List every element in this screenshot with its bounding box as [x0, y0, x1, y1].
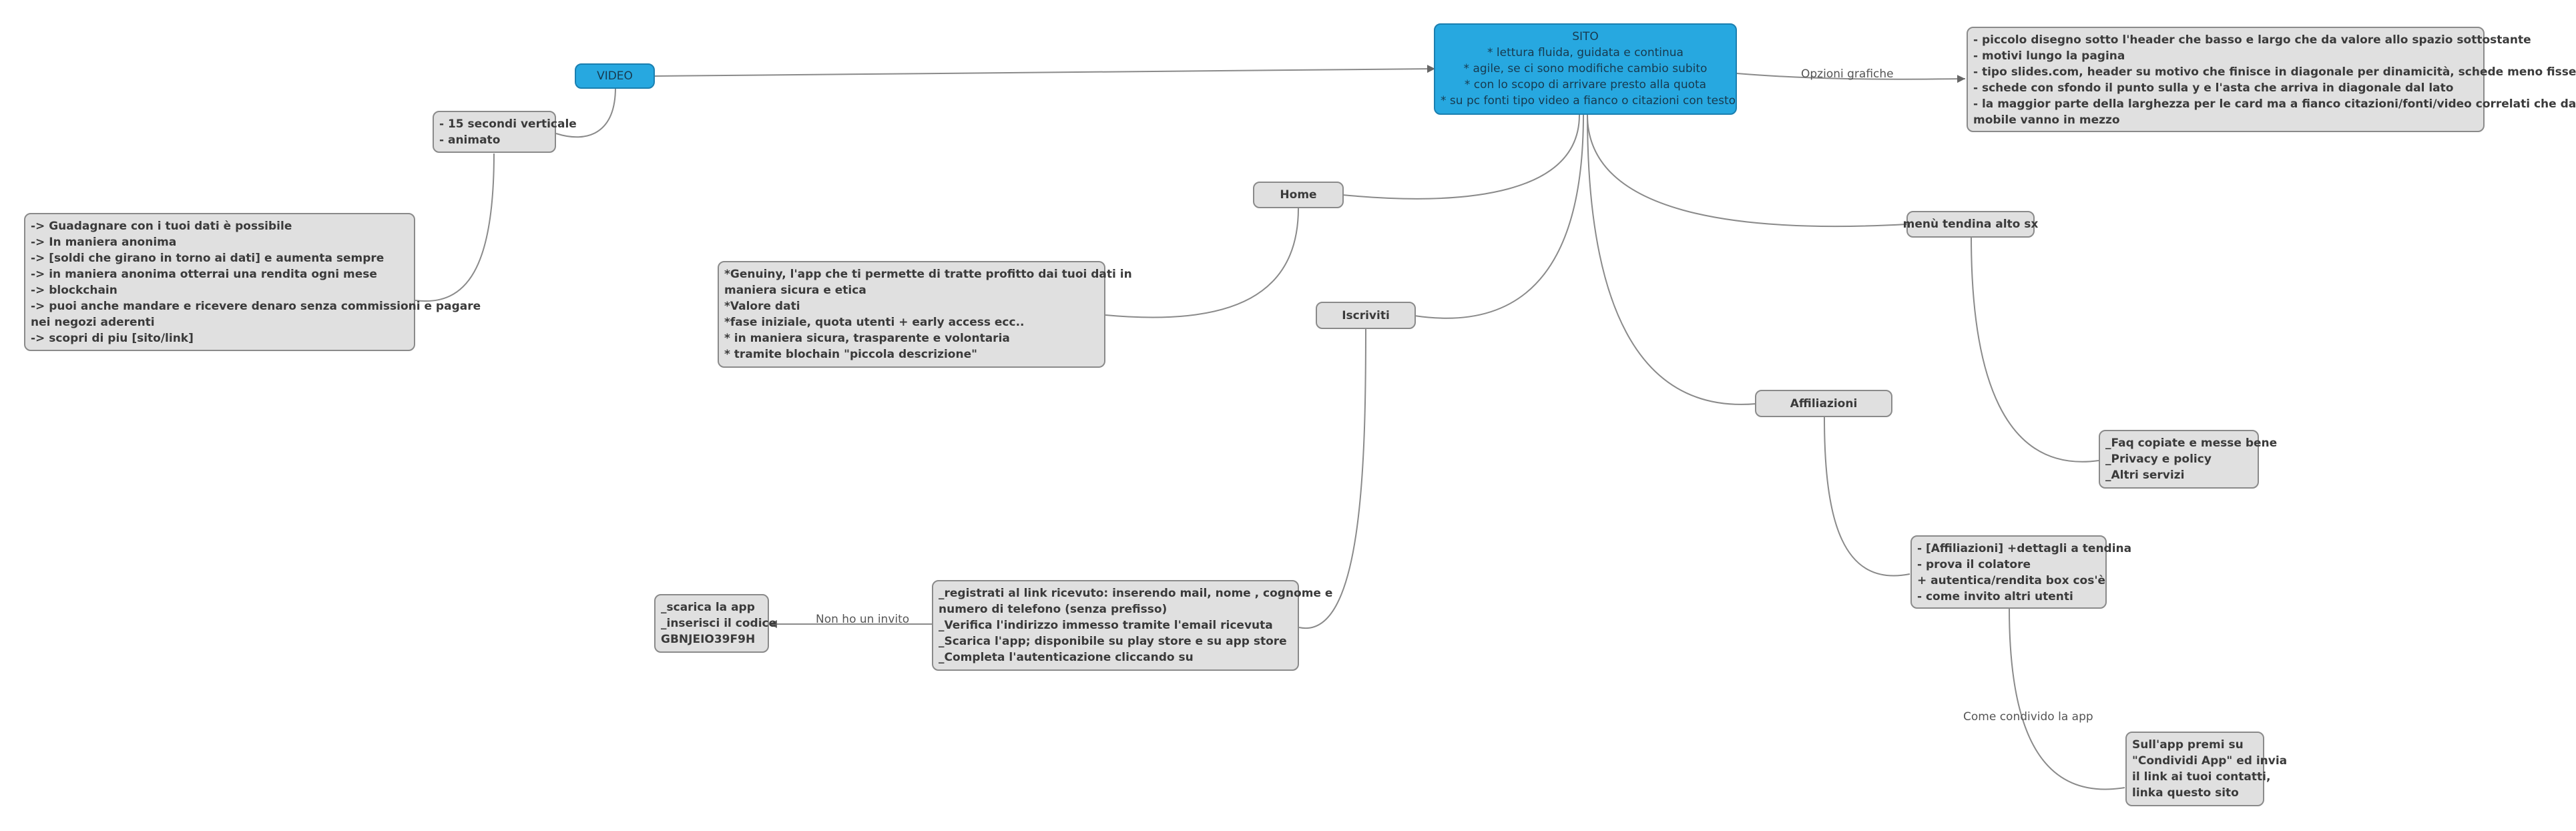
node-line: nei negozi aderenti — [31, 316, 155, 329]
node-line: _Privacy e policy — [2105, 453, 2212, 466]
node-iscriviti[interactable]: Iscriviti — [1316, 302, 1416, 329]
node-line: GBNJEIO39F9H — [661, 633, 756, 646]
edge-sito-menu — [1587, 114, 1907, 228]
node-line: - tipo slides.com, header su motivo che … — [1973, 65, 2576, 79]
node-line: _inserisci il codice — [661, 617, 777, 630]
node-line: -> scopri di piu [sito/link] — [31, 332, 194, 345]
edge-label-no-invito: Non ho un invito — [816, 613, 910, 626]
node-line: "Condividi App" ed invia — [2132, 754, 2288, 768]
node-line: - animato — [439, 133, 501, 147]
node-line: - schede con sfondo il punto sulla y e l… — [1973, 81, 2454, 95]
edge-home-hometext — [1105, 208, 1299, 318]
edge-video-sito — [654, 65, 1436, 77]
edge-label-condivido: Come condivido la app — [1963, 710, 2093, 724]
node-line: -> [soldi che girano in torno ai dati] e… — [31, 252, 384, 265]
node-line: _Faq copiate e messe bene — [2105, 437, 2278, 450]
root-line: * su pc fonti tipo video a fianco o cita… — [1441, 94, 1736, 107]
root-node-sito[interactable]: SITO * lettura fluida, guidata e continu… — [1434, 23, 1737, 115]
node-video-text[interactable]: -> Guadagnare con i tuoi dati è possibil… — [24, 213, 481, 351]
node-line: il link ai tuoi contatti, — [2132, 770, 2271, 784]
node-video-label: VIDEO — [597, 69, 633, 83]
node-line: *fase iniziale, quota utenti + early acc… — [724, 316, 1025, 329]
node-line: _Verifica l'indirizzo immesso tramite l'… — [939, 619, 1273, 632]
root-title: SITO — [1572, 30, 1599, 43]
node-iscriviti-text[interactable]: _registrati al link ricevuto: inserendo … — [932, 580, 1333, 671]
node-line: -> puoi anche mandare e ricevere denaro … — [31, 300, 481, 313]
node-line: linka questo sito — [2132, 786, 2239, 800]
node-line: numero di telefono (senza prefisso) — [939, 603, 1168, 616]
node-line: _Completa l'autenticazione cliccando su — [939, 651, 1194, 664]
node-line: * tramite blochain "piccola descrizione" — [724, 348, 977, 361]
node-line: * in maniera sicura, trasparente e volon… — [724, 332, 1010, 345]
node-video[interactable]: VIDEO — [575, 63, 655, 89]
node-home[interactable]: Home — [1253, 182, 1344, 208]
edge-affiliazioni-condividi — [2009, 608, 2125, 790]
edge-sito-opzioni — [1736, 73, 1966, 83]
root-line: * agile, se ci sono modifiche cambio sub… — [1463, 62, 1708, 75]
edge-sito-home — [1342, 114, 1580, 200]
root-line: * con lo scopo di arrivare presto alla q… — [1464, 78, 1707, 91]
node-line: -> in maniera anonima otterrai una rendi… — [31, 268, 377, 281]
edge-menu-menutext — [1971, 236, 2099, 463]
node-iscriviti-label: Iscriviti — [1342, 308, 1390, 322]
node-line: maniera sicura e etica — [724, 284, 866, 297]
node-line: _Altri servizi — [2105, 469, 2185, 482]
node-line: - come invito altri utenti — [1917, 590, 2073, 603]
node-condividi[interactable]: Sull'app premi su "Condividi App" ed inv… — [2125, 732, 2288, 806]
node-line: -> Guadagnare con i tuoi dati è possibil… — [31, 220, 292, 233]
node-affiliazioni-text[interactable]: - [Affiliazioni] +dettagli a tendina - p… — [1910, 535, 2132, 609]
node-menu-text[interactable]: _Faq copiate e messe bene _Privacy e pol… — [2099, 430, 2278, 489]
node-affiliazioni-label: Affiliazioni — [1790, 396, 1858, 410]
node-invito[interactable]: _scarica la app _inserisci il codice GBN… — [654, 594, 777, 653]
node-line: - motivi lungo la pagina — [1973, 49, 2125, 63]
node-menu-tendina[interactable]: menù tendina alto sx — [1903, 211, 2038, 238]
node-line: - 15 secondi verticale — [439, 117, 577, 131]
node-line: - la maggior parte della larghezza per l… — [1973, 97, 2576, 111]
node-video-notes[interactable]: - 15 secondi verticale - animato — [433, 111, 577, 153]
edge-sito-affiliazioni — [1587, 114, 1756, 405]
node-line: *Genuiny, l'app che ti permette di tratt… — [724, 268, 1132, 281]
connector-lines — [415, 65, 2125, 790]
node-line: _Scarica l'app; disponibile su play stor… — [939, 635, 1287, 648]
edge-affiliazioni-text — [1824, 417, 1910, 577]
node-line: - piccolo disegno sotto l'header che bas… — [1973, 33, 2531, 47]
root-line: * lettura fluida, guidata e continua — [1487, 46, 1684, 59]
edge-sito-iscriviti — [1414, 114, 1584, 319]
node-opzioni-grafiche[interactable]: - piccolo disegno sotto l'header che bas… — [1967, 27, 2576, 132]
node-affiliazioni[interactable]: Affiliazioni — [1755, 390, 1892, 417]
node-line: *Valore dati — [724, 300, 800, 313]
node-line: -> blockchain — [31, 284, 117, 297]
node-line: - prova il colatore — [1917, 558, 2031, 571]
edge-notes-videotext — [415, 153, 495, 302]
edge-iscriviti-text — [1298, 328, 1366, 629]
node-line: mobile vanno in mezzo — [1973, 113, 2120, 127]
edge-video-notes — [555, 87, 616, 138]
node-line: Sull'app premi su — [2132, 738, 2244, 752]
node-line: + autentica/rendita box cos'è — [1917, 574, 2106, 587]
node-home-text[interactable]: *Genuiny, l'app che ti permette di tratt… — [718, 261, 1132, 368]
node-line: -> In maniera anonima — [31, 236, 177, 249]
node-line: _registrati al link ricevuto: inserendo … — [939, 587, 1333, 600]
edge-label-opzioni-grafiche: Opzioni grafiche — [1801, 67, 1894, 81]
node-line: _scarica la app — [661, 601, 755, 614]
node-home-label: Home — [1280, 188, 1317, 202]
node-line: - [Affiliazioni] +dettagli a tendina — [1917, 542, 2132, 555]
node-menu-label: menù tendina alto sx — [1902, 218, 2039, 231]
